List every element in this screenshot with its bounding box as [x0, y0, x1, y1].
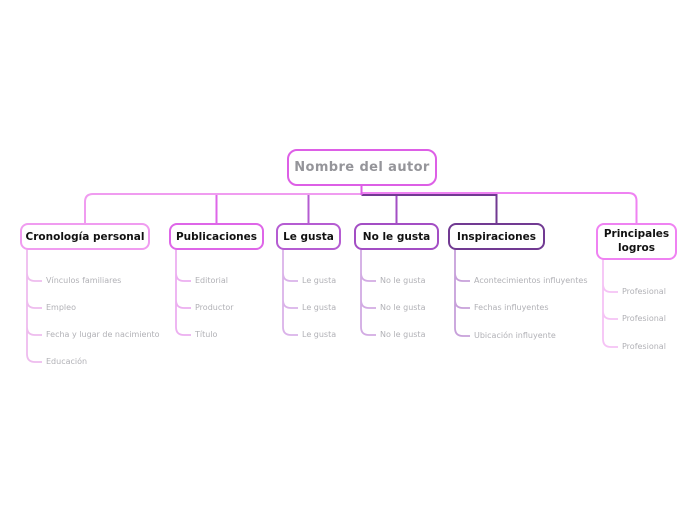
child-topic-label[interactable]: Le gusta — [302, 330, 337, 339]
child-topic-label[interactable]: Acontecimientos influyentes — [474, 276, 588, 285]
child-topic-label[interactable]: Profesional — [622, 342, 666, 351]
root-node-author-name[interactable]: Nombre del autor — [287, 149, 437, 186]
child-topic-label[interactable]: Profesional — [622, 314, 666, 323]
child-topic-label[interactable]: Educación — [46, 357, 88, 366]
child-topic-label[interactable]: Ubicación influyente — [474, 331, 556, 340]
child-topic-label[interactable]: Profesional — [622, 287, 666, 296]
child-topic-label[interactable]: Empleo — [46, 303, 76, 312]
child-topic-label[interactable]: Vínculos familiares — [46, 276, 122, 285]
child-topic-label[interactable]: Le gusta — [302, 276, 337, 285]
branch-node-cronologia-personal[interactable]: Cronología personal — [20, 223, 150, 250]
child-topic-label[interactable]: No le gusta — [380, 330, 426, 339]
branch-node-principales-logros[interactable]: Principales logros — [596, 223, 677, 260]
branch-node-inspiraciones[interactable]: Inspiraciones — [448, 223, 545, 250]
branch-node-no-le-gusta[interactable]: No le gusta — [354, 223, 439, 250]
child-topic-label[interactable]: No le gusta — [380, 303, 426, 312]
child-topic-label[interactable]: No le gusta — [380, 276, 426, 285]
child-topic-label[interactable]: Editorial — [195, 276, 229, 285]
child-topic-label[interactable]: Productor — [195, 303, 234, 312]
branch-node-le-gusta[interactable]: Le gusta — [276, 223, 341, 250]
child-topic-label[interactable]: Fecha y lugar de nacimiento — [46, 330, 160, 339]
child-topic-label[interactable]: Le gusta — [302, 303, 337, 312]
child-topic-label[interactable]: Fechas influyentes — [474, 303, 549, 312]
child-topic-label[interactable]: Título — [195, 330, 218, 339]
branch-node-publicaciones[interactable]: Publicaciones — [169, 223, 264, 250]
